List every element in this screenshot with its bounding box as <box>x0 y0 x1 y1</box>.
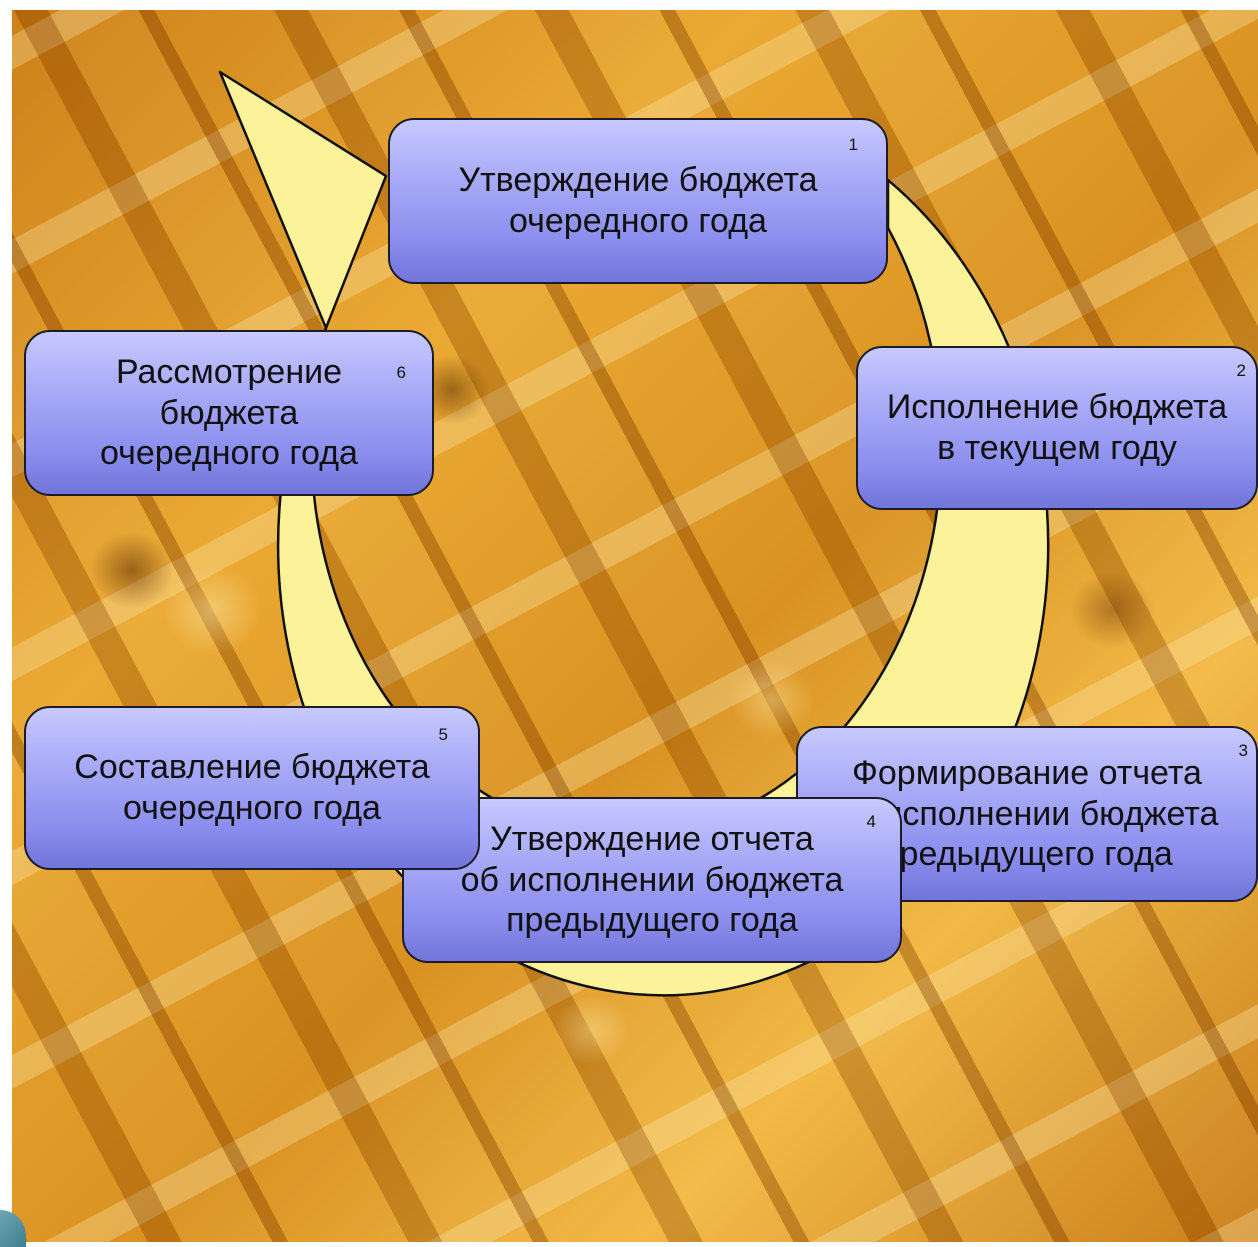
step-5-number: 5 <box>438 725 448 744</box>
step-5-box: Составление бюджета очередного года 5 <box>24 706 480 870</box>
step-1-label: Утверждение бюджета очередного года <box>458 161 818 240</box>
step-6-box: Рассмотрение бюджета очередного года 6 <box>24 330 434 496</box>
step-2-box: Исполнение бюджета в текущем году 2 <box>856 346 1258 510</box>
step-1-box: Утверждение бюджета очередного года 1 <box>388 118 888 284</box>
step-2-label: Исполнение бюджета в текущем году <box>886 388 1228 467</box>
step-2-number: 2 <box>1236 361 1246 380</box>
step-6-number: 6 <box>396 363 406 382</box>
step-4-number: 4 <box>866 812 876 831</box>
arrow-head <box>218 70 388 330</box>
step-4-label: Утверждение отчета об исполнении бюджета… <box>460 819 844 940</box>
step-3-number: 3 <box>1238 741 1248 760</box>
step-5-label: Составление бюджета очередного года <box>74 748 430 827</box>
step-6-label: Рассмотрение бюджета очередного года <box>100 352 358 473</box>
step-1-number: 1 <box>848 135 858 154</box>
step-4-box: Утверждение отчета об исполнении бюджета… <box>402 797 902 963</box>
